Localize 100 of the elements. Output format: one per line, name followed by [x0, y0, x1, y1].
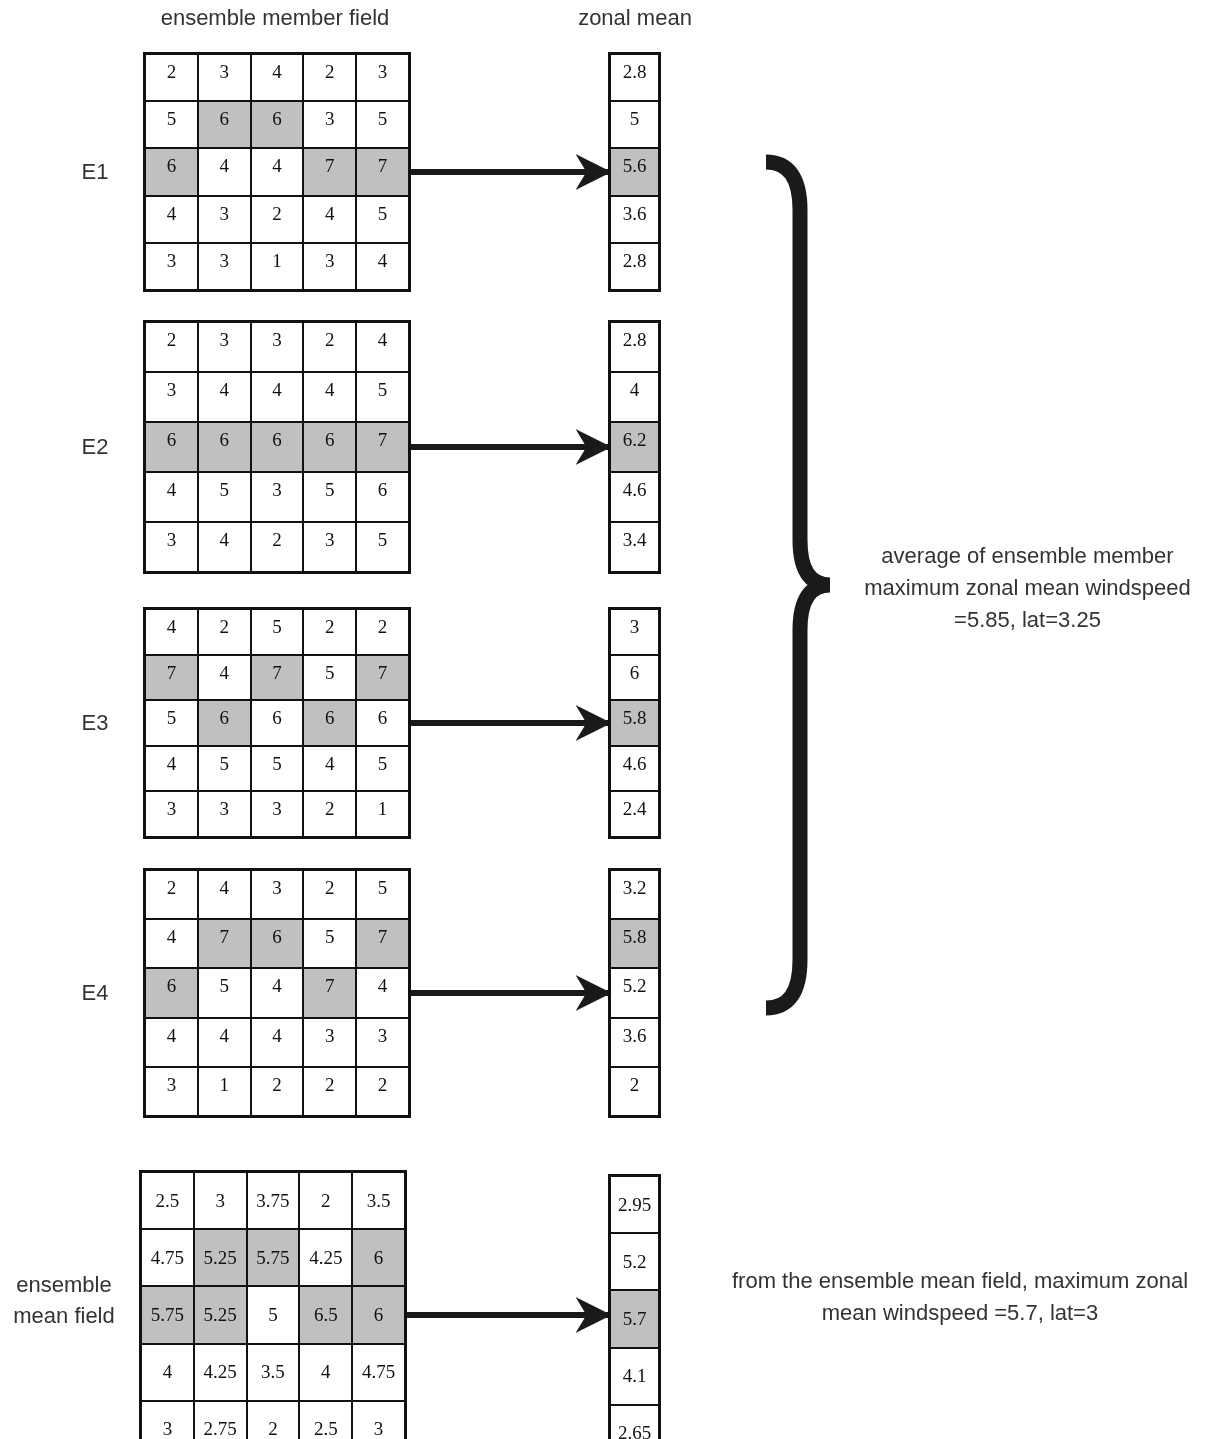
value-cell: 3: [193, 1172, 247, 1230]
zonal-mean-column: [608, 52, 661, 292]
value-cell: 4: [299, 1343, 353, 1401]
highlighted-value-cell: 6: [197, 700, 251, 746]
value-cell: 6: [356, 472, 409, 522]
value-cell: 2: [303, 322, 357, 372]
value-cell: 5: [145, 101, 198, 149]
value-cell: 3: [303, 1017, 357, 1067]
value-cell: 3.4: [610, 522, 659, 572]
highlighted-value-cell: 6: [145, 148, 198, 196]
value-cell: 2.8: [610, 242, 659, 290]
value-cell: 4: [356, 322, 409, 372]
highlighted-value-cell: 6: [250, 919, 304, 969]
highlighted-value-cell: 7: [356, 654, 409, 701]
value-cell: 3: [197, 195, 251, 243]
value-cell: 4: [303, 745, 357, 792]
value-cell: 6: [610, 654, 659, 701]
zonal-mean-column: [608, 868, 661, 1118]
value-cell: 2: [145, 322, 198, 372]
highlighted-value-cell: 6.2: [610, 422, 659, 472]
highlighted-value-cell: 7: [197, 919, 251, 969]
highlighted-value-cell: 6: [145, 968, 198, 1018]
value-cell: 4: [141, 1343, 194, 1401]
value-cell: 3: [303, 101, 357, 149]
row-label: E3: [80, 709, 110, 737]
value-cell: 3: [356, 54, 409, 102]
value-cell: 2: [303, 1066, 357, 1116]
value-cell: 3: [197, 54, 251, 102]
highlighted-value-cell: 7: [250, 654, 304, 701]
value-cell: 2.95: [610, 1176, 659, 1234]
value-cell: 2: [356, 609, 409, 655]
value-cell: 5: [197, 745, 251, 792]
value-cell: 4.1: [610, 1347, 659, 1405]
value-cell: 4: [145, 472, 198, 522]
value-cell: 4.6: [610, 745, 659, 792]
value-cell: 4: [250, 968, 304, 1018]
row-label: ensemble mean field: [12, 1270, 116, 1331]
column-heading: zonal mean: [577, 4, 693, 32]
value-cell: 2: [246, 1400, 300, 1439]
highlighted-value-cell: 7: [303, 968, 357, 1018]
highlighted-value-cell: 7: [356, 422, 409, 472]
value-cell: 3.5: [352, 1172, 405, 1230]
value-cell: 5: [246, 1286, 300, 1344]
highlighted-value-cell: 5.25: [193, 1286, 247, 1344]
value-cell: 6: [250, 700, 304, 746]
value-cell: 2: [250, 195, 304, 243]
value-cell: 2: [356, 1066, 409, 1116]
highlighted-value-cell: 7: [145, 654, 198, 701]
value-cell: 3.75: [246, 1172, 300, 1230]
highlighted-value-cell: 5.6: [610, 148, 659, 196]
value-cell: 2.75: [193, 1400, 247, 1439]
highlighted-value-cell: 6: [250, 422, 304, 472]
value-cell: 2.5: [141, 1172, 194, 1230]
highlighted-value-cell: 6: [352, 1286, 405, 1344]
value-cell: 5.2: [610, 1233, 659, 1291]
value-cell: 5: [145, 700, 198, 746]
value-cell: 4: [250, 372, 304, 422]
column-heading: ensemble member field: [159, 4, 391, 32]
value-cell: 4: [145, 1017, 198, 1067]
value-cell: 3: [197, 791, 251, 837]
highlighted-value-cell: 5.75: [246, 1229, 300, 1287]
zonal-mean-column: [608, 607, 661, 839]
value-cell: 4.6: [610, 472, 659, 522]
highlighted-value-cell: 7: [356, 148, 409, 196]
value-cell: 4.25: [299, 1229, 353, 1287]
value-cell: 2: [303, 54, 357, 102]
annotation-text: average of ensemble member maximum zonal mean windspeed =5.85, lat=3.25: [863, 542, 1192, 634]
value-cell: 5: [250, 609, 304, 655]
value-cell: 4: [197, 870, 251, 920]
value-cell: 2.4: [610, 791, 659, 837]
value-cell: 5: [197, 968, 251, 1018]
value-cell: 4: [145, 745, 198, 792]
highlighted-value-cell: 7: [356, 919, 409, 969]
value-cell: 2: [250, 522, 304, 572]
row-label: E2: [80, 433, 110, 461]
value-cell: 2.5: [299, 1400, 353, 1439]
highlighted-value-cell: 7: [303, 148, 357, 196]
value-cell: 3: [145, 242, 198, 290]
value-cell: 2: [145, 870, 198, 920]
value-cell: 4: [197, 148, 251, 196]
value-cell: 5: [303, 472, 357, 522]
highlighted-value-cell: 6: [145, 422, 198, 472]
value-cell: 5: [197, 472, 251, 522]
highlighted-value-cell: 6: [352, 1229, 405, 1287]
value-cell: 5: [303, 919, 357, 969]
value-cell: 4.25: [193, 1343, 247, 1401]
value-cell: 3: [356, 1017, 409, 1067]
value-cell: 5: [356, 372, 409, 422]
value-cell: 4: [250, 148, 304, 196]
value-cell: 2: [197, 609, 251, 655]
value-cell: 3.2: [610, 870, 659, 920]
value-cell: 5: [356, 870, 409, 920]
value-cell: 3: [197, 322, 251, 372]
highlighted-value-cell: 6: [303, 700, 357, 746]
value-cell: 4: [610, 372, 659, 422]
value-cell: 5: [250, 745, 304, 792]
row-label: E4: [80, 979, 110, 1007]
value-cell: 3: [303, 242, 357, 290]
value-cell: 3.6: [610, 195, 659, 243]
highlighted-value-cell: 5.8: [610, 700, 659, 746]
